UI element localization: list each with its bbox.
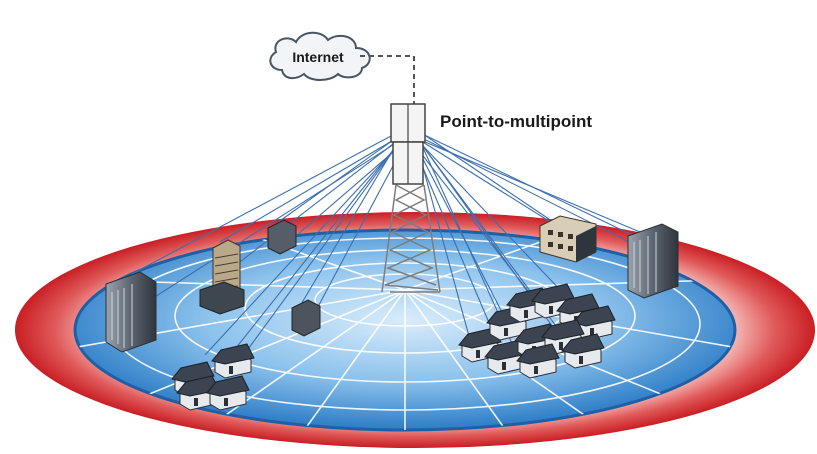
office-building-right-tower [627,223,679,299]
wireless-link-line [409,133,506,319]
wireless-link-line [405,127,586,317]
house-icon [211,343,255,379]
internet-cloud: Internet [269,31,415,106]
wireless-link-line [149,133,411,301]
house-icon [561,333,605,369]
office-building-small-center [291,299,321,337]
wireless-link-line [219,127,415,243]
internet-connection-line [360,55,415,106]
wireless-link-line [231,133,407,269]
cloud-icon [269,31,371,81]
office-building-left-highrise [199,239,245,315]
antenna-icon [390,103,426,185]
wireless-link-line [409,133,561,229]
office-building-small-far [267,219,297,255]
wireless-link-line [219,133,407,369]
wireless-link-line [204,127,415,356]
house-icon [572,305,616,341]
office-building-right [539,215,597,263]
house-icon [206,375,250,411]
wireless-link-line [413,133,666,261]
internet-label: Internet [292,49,344,65]
house-icon [516,343,560,379]
tower-icon [381,184,441,293]
office-building-left-tower [105,271,157,353]
wireless-link-line [409,127,656,247]
wireless-link-line [269,127,411,229]
houses [171,283,616,411]
wireless-link-line [129,127,407,276]
tower-label: Point-to-multipoint [440,112,592,131]
house-icon [484,339,528,375]
wireless-link-line [239,127,411,361]
